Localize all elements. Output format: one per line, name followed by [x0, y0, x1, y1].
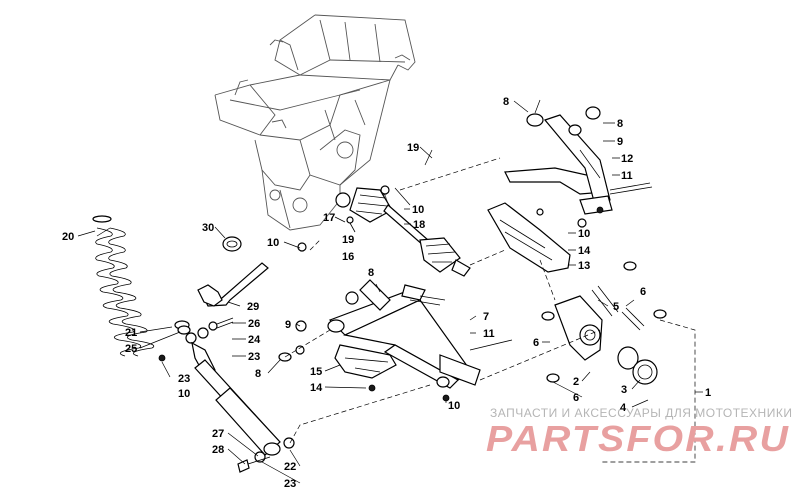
part-label-20: 20 [62, 231, 74, 243]
part-label-10: 10 [412, 204, 424, 216]
knuckle-assembly [541, 261, 667, 385]
guard-plate-13 [487, 202, 587, 273]
part-label-13: 13 [578, 260, 590, 272]
part-label-1: 1 [705, 387, 711, 399]
shock-spring [92, 215, 155, 357]
cv-axle-shaft [335, 185, 471, 277]
part-label-11: 11 [621, 170, 633, 182]
leader-lines [96, 99, 696, 463]
skid-plate-15 [334, 344, 397, 379]
part-label-8: 8 [255, 368, 261, 380]
part-label-19: 19 [407, 142, 419, 154]
part-label-25: 25 [125, 343, 137, 355]
part-label-15: 15 [310, 366, 322, 378]
swing-arm [327, 279, 513, 389]
part-label-17: 17 [323, 212, 335, 224]
part-label-22: 22 [284, 461, 296, 473]
part-label-10: 10 [448, 400, 460, 412]
part-label-8: 8 [617, 118, 623, 130]
part-label-23: 23 [248, 351, 260, 363]
part-label-11: 11 [483, 328, 495, 340]
part-label-10: 10 [267, 237, 279, 249]
part-label-14: 14 [578, 245, 591, 257]
part-label-29: 29 [247, 301, 259, 313]
part-label-23: 23 [284, 478, 296, 490]
part-label-28: 28 [212, 444, 224, 456]
part-label-5: 5 [613, 301, 619, 313]
part-label-4: 4 [620, 402, 627, 414]
part-label-21: 21 [125, 327, 137, 339]
part-label-9: 9 [285, 319, 291, 331]
part-label-16: 16 [342, 251, 354, 263]
shock-absorber [174, 320, 295, 473]
label-leader-ticks [77, 100, 703, 484]
part-label-19: 19 [342, 234, 354, 246]
part-label-30: 30 [202, 222, 214, 234]
part-label-3: 3 [621, 384, 627, 396]
watermark: ЗАПЧАСТИ И АКСЕССУАРЫ ДЛЯ МОТОТЕХНИКИ PA… [486, 406, 792, 459]
part-label-6: 6 [573, 392, 579, 404]
part-label-9: 9 [617, 136, 623, 148]
part-label-8: 8 [503, 96, 509, 108]
part-label-6: 6 [640, 286, 646, 298]
part-number-labels: 8 8 9 12 11 19 10 18 17 30 20 10 19 16 1… [62, 96, 711, 490]
upper-link-12 [504, 106, 653, 215]
part-label-14: 14 [310, 382, 323, 394]
part-label-8: 8 [368, 267, 374, 279]
part-label-23: 23 [178, 373, 190, 385]
part-label-2: 2 [573, 376, 579, 388]
part-label-18: 18 [413, 219, 425, 231]
part-label-24: 24 [248, 334, 261, 346]
watermark-caption: ЗАПЧАСТИ И АКСЕССУАРЫ ДЛЯ МОТОТЕХНИКИ [490, 406, 792, 420]
part-label-7: 7 [483, 311, 489, 323]
watermark-logo: PARTSFOR.RU [486, 418, 790, 459]
part-label-27: 27 [212, 428, 224, 440]
spanner-wrench [197, 262, 269, 307]
part-label-26: 26 [248, 318, 260, 330]
shock-top-hardware [158, 317, 234, 362]
part-label-10: 10 [578, 228, 590, 240]
part-label-12: 12 [621, 153, 633, 165]
part-label-6: 6 [533, 337, 539, 349]
clamp-ring-30 [222, 236, 242, 252]
part-label-10: 10 [178, 388, 190, 400]
